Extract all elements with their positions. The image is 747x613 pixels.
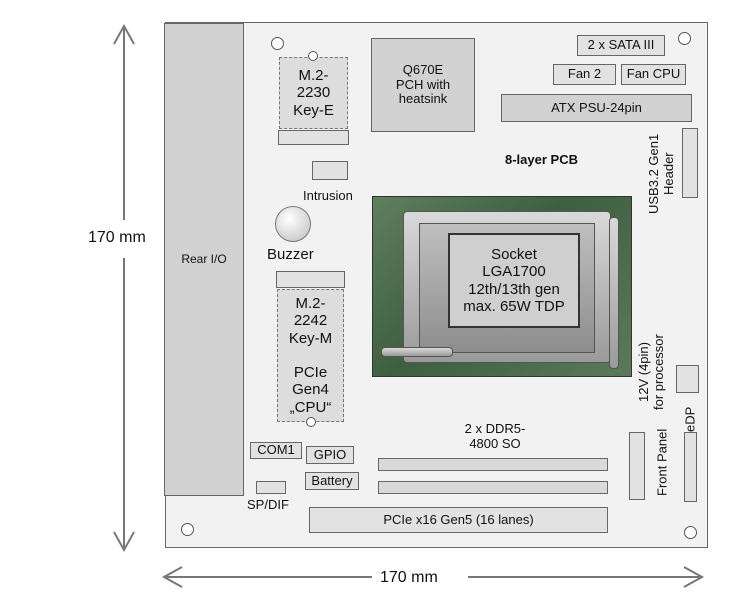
- atx-label: ATX PSU-24pin: [551, 99, 642, 115]
- com1-label: COM1: [257, 442, 295, 458]
- pcie-x16-slot: PCIe x16 Gen5 (16 lanes): [309, 507, 608, 533]
- intrusion-header: [312, 161, 348, 180]
- fan-cpu-header: Fan CPU: [621, 64, 686, 85]
- edp-connector: [684, 432, 697, 502]
- fan2-label: Fan 2: [567, 66, 602, 82]
- cpu-power-connector: [676, 365, 699, 393]
- spdif-header: [256, 481, 286, 494]
- pcb-label: 8-layer PCB: [505, 152, 578, 167]
- cpu-power-label: 12V (4pin) for processor: [636, 334, 666, 410]
- pch-label: Q670E PCH with heatsink: [395, 61, 451, 107]
- m2-key-e-slot: M.2- 2230 Key-E: [279, 57, 348, 129]
- mounting-hole-top-left: [271, 37, 284, 50]
- battery-label: Battery: [311, 472, 353, 488]
- width-dimension-label: 170 mm: [380, 569, 438, 586]
- m2-key-m-screw: [306, 417, 316, 427]
- m2-key-m-connector: [276, 271, 345, 288]
- fan-cpu-label: Fan CPU: [626, 66, 681, 82]
- mounting-hole-bottom-right: [684, 526, 697, 539]
- front-panel-label: Front Panel: [654, 428, 670, 496]
- battery: Battery: [305, 472, 359, 490]
- socket-label: Socket LGA1700 12th/13th gen max. 65W TD…: [463, 246, 565, 315]
- gpio-label: GPIO: [313, 446, 347, 462]
- front-panel-connector: [629, 432, 645, 500]
- usb-header-label: USB3.2 Gen1 Header: [646, 133, 676, 215]
- ddr-label: 2 x DDR5- 4800 SO: [464, 421, 526, 451]
- sata-connector: 2 x SATA III: [577, 35, 665, 56]
- mounting-hole-top-right: [678, 32, 691, 45]
- ddr-slot-1: [378, 458, 608, 471]
- m2-key-m-label: M.2- 2242 Key-M PCIe Gen4 „CPU“: [288, 295, 333, 416]
- ddr-slot-2: [378, 481, 608, 494]
- buzzer-label: Buzzer: [267, 246, 314, 263]
- buzzer-icon: [275, 206, 311, 242]
- fan2-header: Fan 2: [553, 64, 616, 85]
- m2-key-e-label: M.2- 2230 Key-E: [293, 67, 334, 119]
- edp-label: eDP: [682, 406, 698, 432]
- com1-header: COM1: [250, 442, 302, 459]
- m2-key-e-connector: [278, 130, 349, 145]
- m2-key-e-screw: [308, 51, 318, 61]
- pch-heatsink: Q670E PCH with heatsink: [371, 38, 475, 132]
- m2-key-m-slot: M.2- 2242 Key-M PCIe Gen4 „CPU“: [277, 289, 344, 422]
- cpu-socket-inner: Socket LGA1700 12th/13th gen max. 65W TD…: [448, 233, 580, 328]
- sata-label: 2 x SATA III: [587, 37, 655, 53]
- rear-io-label: Rear I/O: [181, 251, 227, 266]
- height-dimension-label: 170 mm: [88, 229, 146, 246]
- atx-psu-connector: ATX PSU-24pin: [501, 94, 692, 122]
- rear-io-panel: Rear I/O: [164, 23, 244, 496]
- gpio-header: GPIO: [306, 446, 354, 464]
- spdif-label: SP/DIF: [247, 497, 289, 512]
- pcie-x16-label: PCIe x16 Gen5 (16 lanes): [383, 511, 534, 527]
- usb-header-connector: [682, 128, 698, 198]
- intrusion-label: Intrusion: [303, 188, 353, 203]
- mounting-hole-bottom-left: [181, 523, 194, 536]
